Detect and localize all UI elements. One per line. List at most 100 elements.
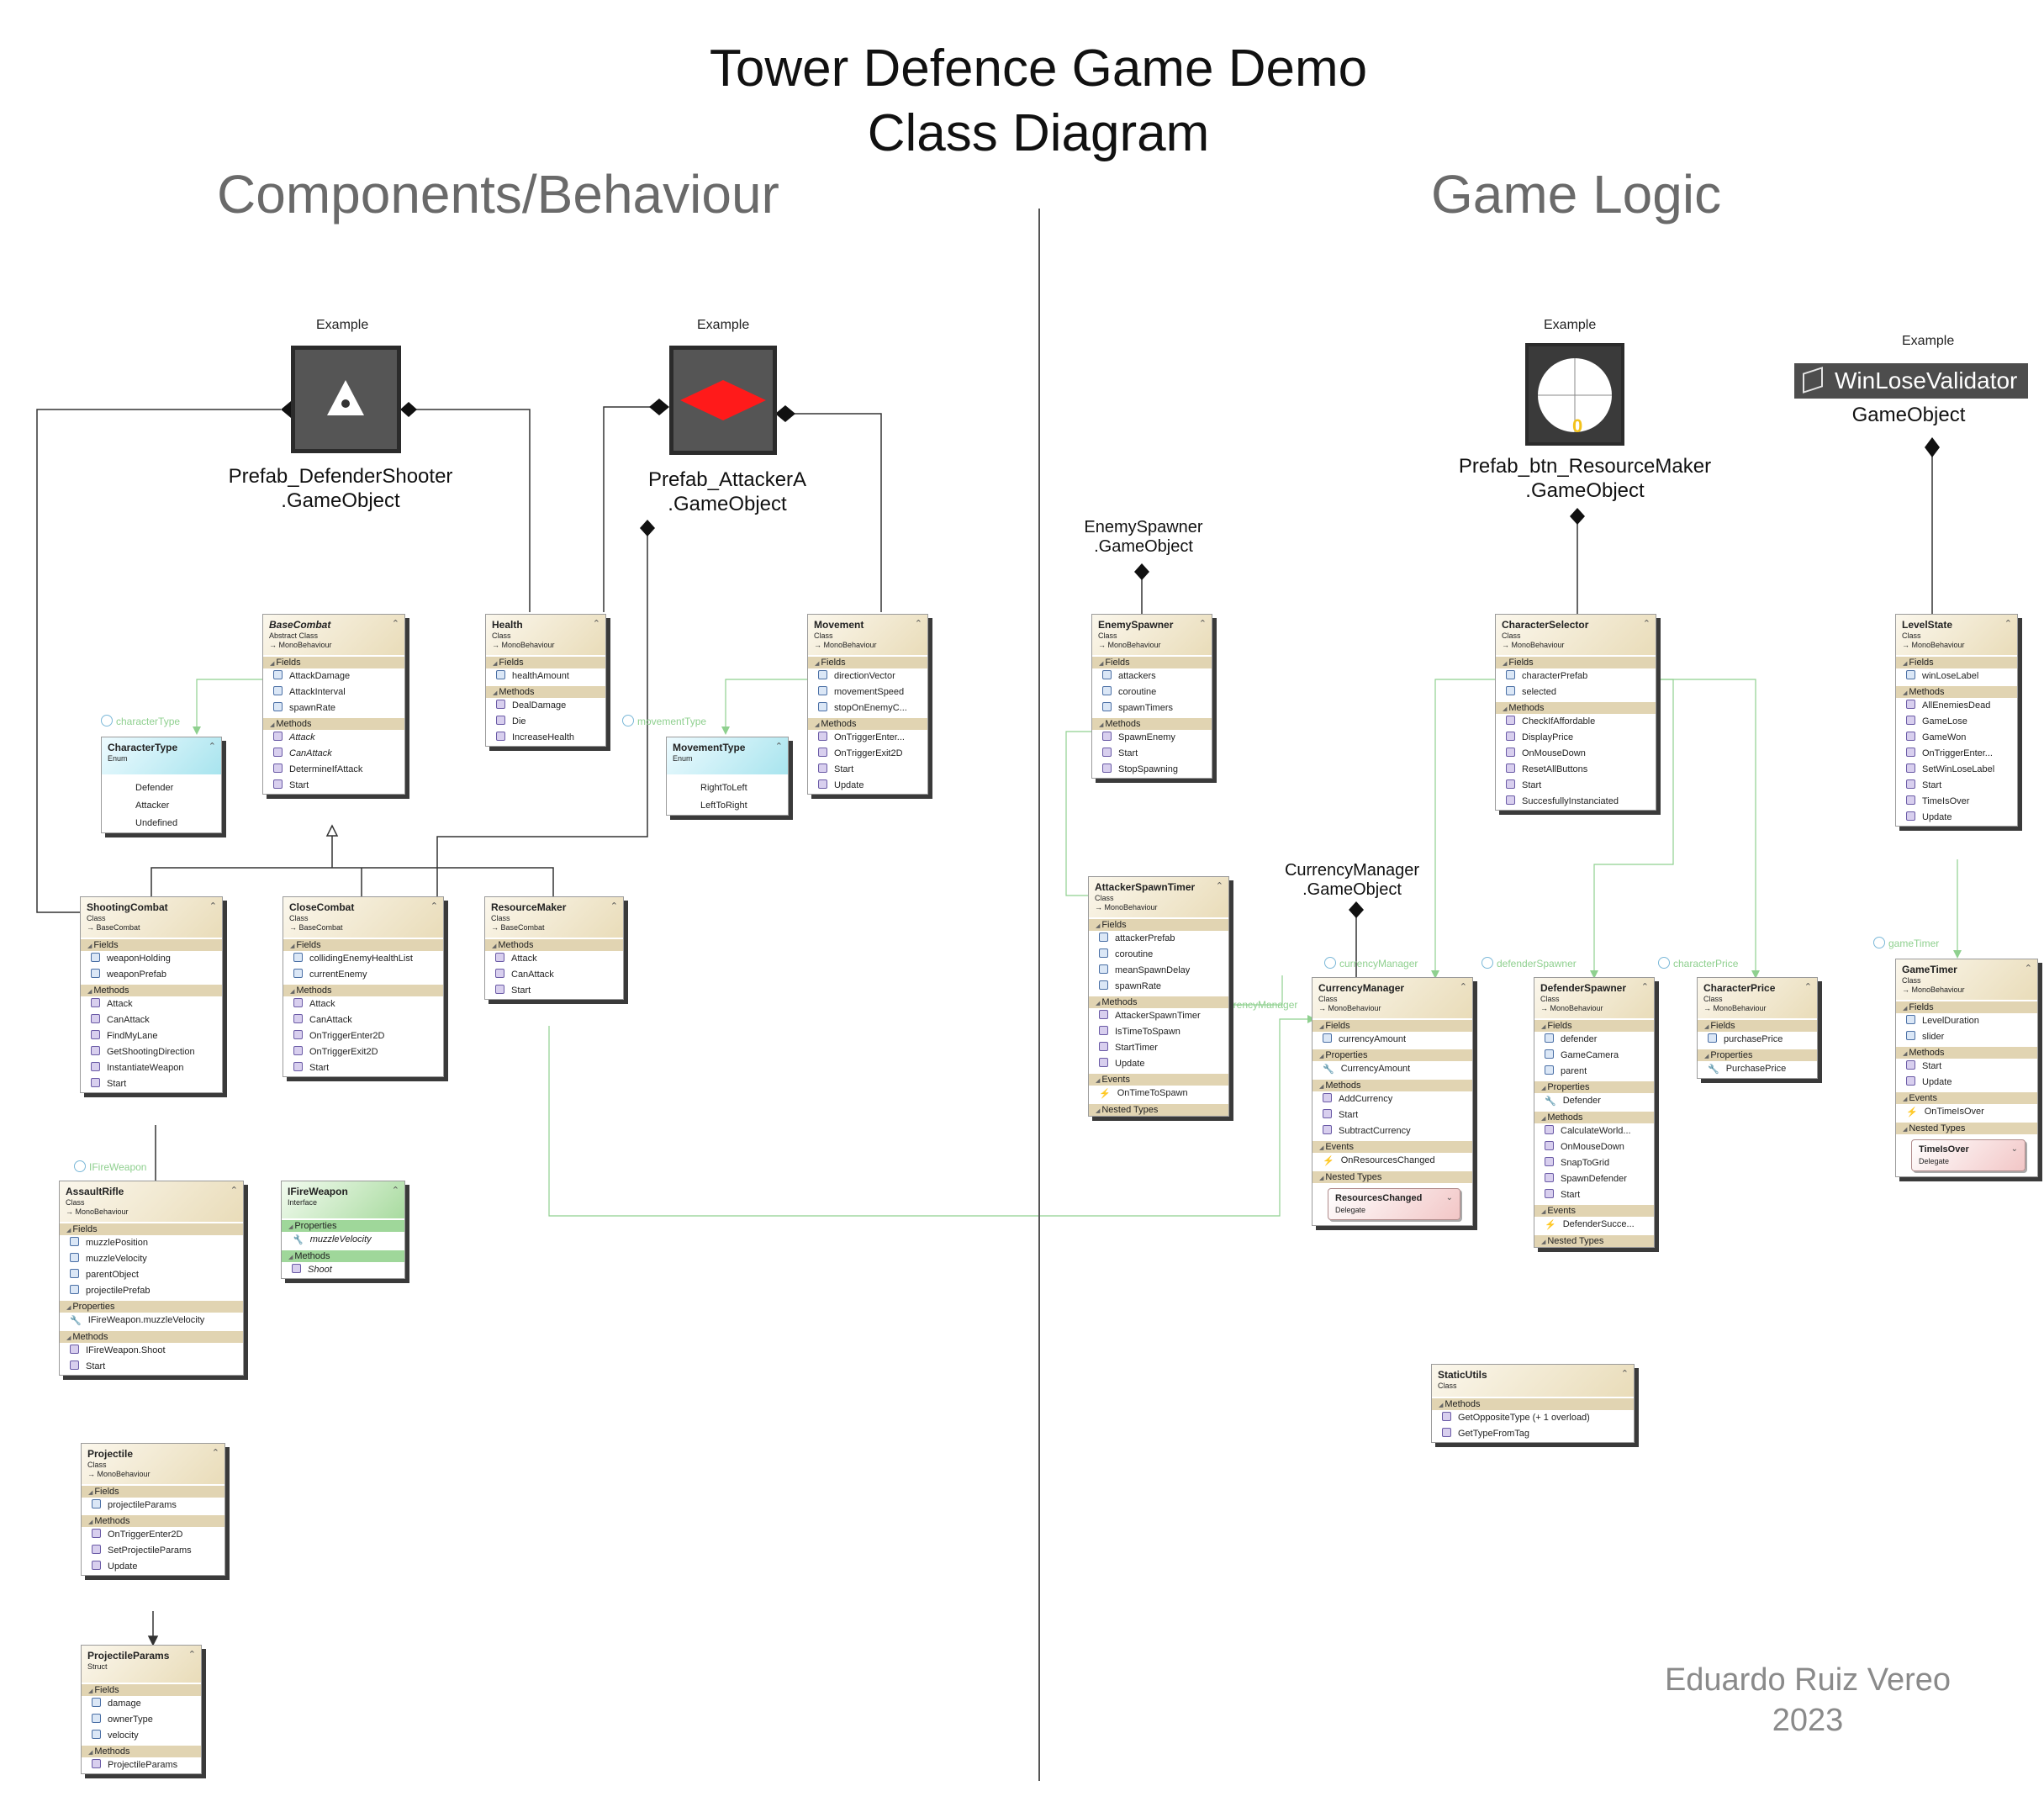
method-item: Update xyxy=(1896,810,2017,826)
section-header[interactable]: Nested Types xyxy=(1534,1235,1654,1247)
collapse-icon[interactable]: ⌃ xyxy=(1804,982,1812,992)
section-header[interactable]: Nested Types xyxy=(1312,1171,1472,1183)
class-kind: Class xyxy=(492,631,511,640)
section-header[interactable]: Fields xyxy=(1534,1020,1654,1032)
class-kind: Abstract Class xyxy=(269,631,319,640)
section-title-left: Components/Behaviour xyxy=(217,164,779,225)
section-header[interactable]: Methods xyxy=(263,718,404,730)
chevron-down-icon[interactable]: ⌄ xyxy=(2010,1144,2018,1154)
section-header[interactable]: Methods xyxy=(808,718,927,730)
section-header[interactable]: Fields xyxy=(808,657,927,668)
section-header[interactable]: Fields xyxy=(1092,657,1212,668)
section-header[interactable]: Fields xyxy=(1896,657,2017,668)
section-header[interactable]: Events xyxy=(1312,1141,1472,1153)
class-kind: Class xyxy=(1318,995,1338,1003)
collapse-icon[interactable]: ⌃ xyxy=(774,742,783,752)
collapse-icon[interactable]: ⌃ xyxy=(211,1448,219,1458)
section-header[interactable]: Methods xyxy=(1432,1398,1634,1410)
field-icon xyxy=(496,670,505,679)
collapse-icon[interactable]: ⌃ xyxy=(430,901,438,911)
section-header[interactable]: Methods xyxy=(485,939,623,951)
section-header[interactable]: Methods xyxy=(282,1250,404,1262)
section-header[interactable]: Methods xyxy=(81,985,222,996)
collapse-icon[interactable]: ⌃ xyxy=(1198,619,1207,629)
section-header[interactable]: Fields xyxy=(1496,657,1656,668)
section-header[interactable]: Methods xyxy=(1092,718,1212,730)
collapse-icon[interactable]: ⌃ xyxy=(391,619,399,629)
section-header[interactable]: Fields xyxy=(263,657,404,668)
section-header[interactable]: Methods xyxy=(1089,996,1228,1008)
collapse-icon[interactable]: ⌃ xyxy=(1459,982,1467,992)
section-header[interactable]: Methods xyxy=(1896,1047,2037,1059)
collapse-icon[interactable]: ⌃ xyxy=(1215,881,1223,891)
collapse-icon[interactable]: ⌃ xyxy=(391,1186,399,1196)
collapse-icon[interactable]: ⌃ xyxy=(1640,982,1649,992)
section-header[interactable]: Fields xyxy=(60,1223,243,1235)
section-header[interactable]: Methods xyxy=(1896,686,2017,698)
section-header[interactable]: Methods xyxy=(283,985,443,996)
section-header[interactable]: Fields xyxy=(82,1486,224,1498)
section-header[interactable]: Properties xyxy=(60,1301,243,1313)
collapse-icon[interactable]: ⌃ xyxy=(2004,619,2012,629)
section-header[interactable]: Methods xyxy=(1312,1080,1472,1091)
collapse-icon[interactable]: ⌃ xyxy=(209,901,217,911)
collapse-icon[interactable]: ⌃ xyxy=(1642,619,1651,629)
collapse-icon[interactable]: ⌃ xyxy=(1620,1369,1629,1379)
collapse-icon[interactable]: ⌃ xyxy=(208,742,216,752)
section-header[interactable]: Fields xyxy=(1089,919,1228,931)
section-header[interactable]: Nested Types xyxy=(1896,1123,2037,1134)
collapse-icon[interactable]: ⌃ xyxy=(610,901,618,911)
section-header[interactable]: Properties xyxy=(1698,1049,1817,1061)
collapse-icon[interactable]: ⌃ xyxy=(592,619,600,629)
section-header[interactable]: Events xyxy=(1534,1205,1654,1217)
section-header[interactable]: Methods xyxy=(82,1515,224,1527)
section-header[interactable]: Fields xyxy=(81,939,222,951)
section-header[interactable]: Methods xyxy=(1496,702,1656,714)
section-header[interactable]: Methods xyxy=(82,1746,201,1757)
chevron-down-icon[interactable]: ⌄ xyxy=(1445,1193,1453,1202)
section-header[interactable]: Nested Types xyxy=(1089,1104,1228,1116)
section-header[interactable]: Properties xyxy=(1534,1081,1654,1093)
collapse-icon[interactable]: ⌃ xyxy=(914,619,922,629)
method-item: TimeIsOver xyxy=(1896,794,2017,810)
section-header[interactable]: Methods xyxy=(486,686,605,698)
collapse-icon[interactable]: ⌃ xyxy=(2024,964,2032,974)
section-header[interactable]: Fields xyxy=(82,1684,201,1696)
section-header[interactable]: Fields xyxy=(1896,1001,2037,1013)
section-header[interactable]: Methods xyxy=(60,1331,243,1343)
section-header[interactable]: Fields xyxy=(283,939,443,951)
collapse-icon[interactable]: ⌃ xyxy=(187,1650,196,1660)
section-header[interactable]: Methods xyxy=(1534,1112,1654,1123)
section-header[interactable]: Events xyxy=(1896,1092,2037,1104)
collapse-icon[interactable]: ⌃ xyxy=(230,1186,238,1196)
section-header[interactable]: Fields xyxy=(1698,1020,1817,1032)
section-header[interactable]: Fields xyxy=(486,657,605,668)
section-header[interactable]: Events xyxy=(1089,1074,1228,1086)
section-header[interactable]: Properties xyxy=(282,1220,404,1232)
section-header[interactable]: Fields xyxy=(1312,1020,1472,1032)
section-header[interactable]: Properties xyxy=(1312,1049,1472,1061)
